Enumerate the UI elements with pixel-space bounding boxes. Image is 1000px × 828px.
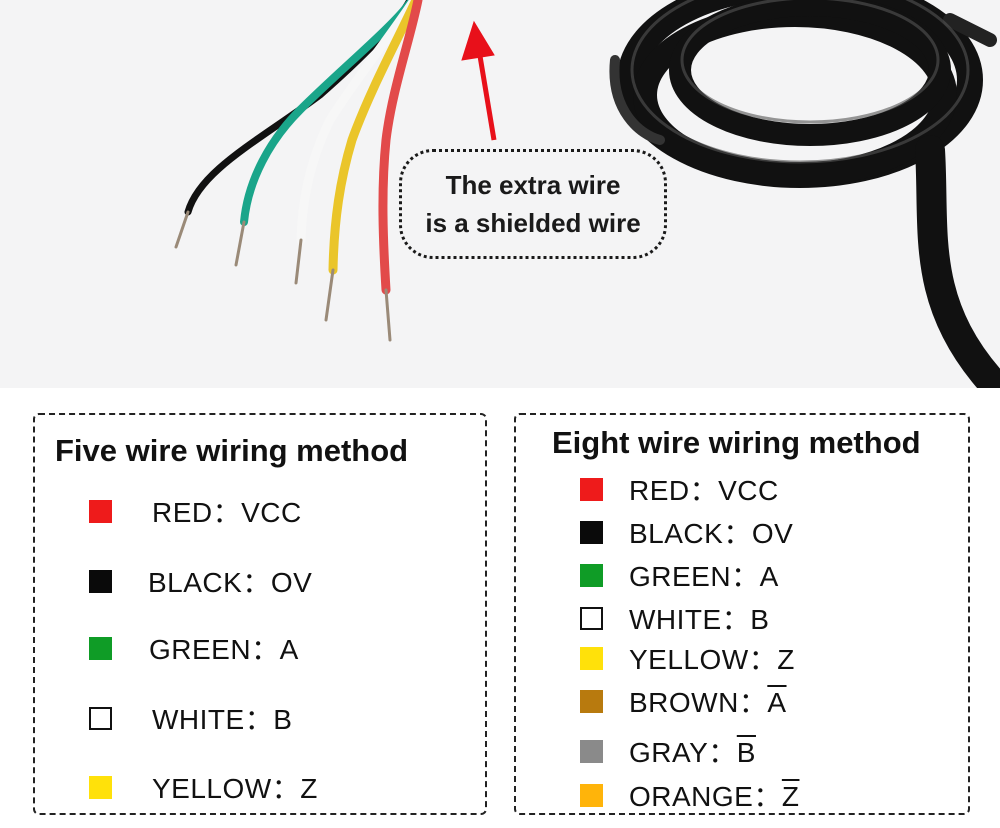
- brown-swatch: [580, 689, 603, 713]
- gray-b-bar: B: [736, 737, 756, 768]
- cable-photo: The extra wire is a shielded wire: [0, 0, 1000, 388]
- black-swatch: [580, 520, 603, 544]
- eight-wire-label-orange: ORANGE：Z: [629, 775, 799, 815]
- five-wire-row-yellow: YELLOW：Z: [89, 767, 318, 807]
- red-arrow: [461, 20, 497, 141]
- orange-z-bar: Z: [781, 781, 800, 812]
- eight-wire-row-brown: BROWN：A: [580, 681, 787, 721]
- gray-prefix: GRAY：: [629, 737, 737, 768]
- eight-wire-label-black: BLACK：OV: [629, 518, 794, 549]
- eight-wire-title: Eight wire wiring method: [552, 425, 921, 460]
- white-swatch: [580, 606, 603, 630]
- eight-wire-label-yellow: YELLOW：Z: [629, 644, 795, 675]
- green-swatch: [580, 563, 603, 587]
- eight-wire-row-orange: ORANGE：Z: [580, 775, 799, 815]
- callout-line-2: is a shielded wire: [425, 208, 641, 238]
- eight-wire-row-green: GREEN：A: [580, 555, 779, 595]
- five-wire-row-red: RED：VCC: [89, 491, 302, 531]
- eight-wire-row-red: RED：VCC: [580, 469, 779, 509]
- wire-tips: [174, 210, 392, 342]
- cable-illustration: [174, 0, 1000, 388]
- eight-wire-label-brown: BROWN：A: [629, 681, 787, 721]
- callout-line-1: The extra wire: [445, 170, 621, 200]
- eight-wire-row-gray: GRAY：B: [580, 731, 756, 771]
- shielded-wire-callout: The extra wire is a shielded wire: [399, 149, 667, 259]
- white-swatch: [89, 706, 112, 730]
- eight-wire-row-white: WHITE：B: [580, 598, 769, 638]
- brown-a-bar: A: [767, 687, 787, 718]
- eight-wire-row-yellow: YELLOW：Z: [580, 638, 795, 678]
- red-swatch: [89, 499, 112, 523]
- five-wire-panel: Five wire wiring method RED：VCC BLACK：OV…: [33, 413, 487, 815]
- wires: [184, 0, 423, 295]
- orange-swatch: [580, 783, 603, 807]
- black-swatch: [89, 569, 112, 593]
- yellow-swatch: [580, 646, 603, 670]
- five-wire-label-white: WHITE：B: [152, 704, 293, 735]
- brown-prefix: BROWN：: [629, 687, 768, 718]
- five-wire-row-black: BLACK：OV: [89, 561, 312, 601]
- five-wire-title: Five wire wiring method: [55, 433, 409, 468]
- orange-prefix: ORANGE：: [629, 781, 782, 812]
- gray-swatch: [580, 739, 603, 763]
- five-wire-row-white: WHITE：B: [89, 698, 292, 738]
- five-wire-row-green: GREEN：A: [89, 628, 299, 668]
- five-wire-label-green: GREEN：A: [149, 634, 299, 665]
- cable-coil: [609, 0, 1000, 388]
- eight-wire-panel: Eight wire wiring method RED：VCC BLACK：O…: [514, 413, 970, 815]
- yellow-swatch: [89, 775, 112, 799]
- red-swatch: [580, 477, 603, 501]
- eight-wire-label-gray: GRAY：B: [629, 731, 756, 771]
- green-swatch: [89, 636, 112, 660]
- five-wire-label-yellow: YELLOW：Z: [152, 773, 318, 804]
- eight-wire-row-black: BLACK：OV: [580, 512, 793, 552]
- eight-wire-label-green: GREEN：A: [629, 561, 779, 592]
- five-wire-label-black: BLACK：OV: [148, 567, 313, 598]
- five-wire-label-red: RED：VCC: [152, 497, 302, 528]
- eight-wire-label-white: WHITE：B: [629, 604, 770, 635]
- eight-wire-label-red: RED：VCC: [629, 475, 779, 506]
